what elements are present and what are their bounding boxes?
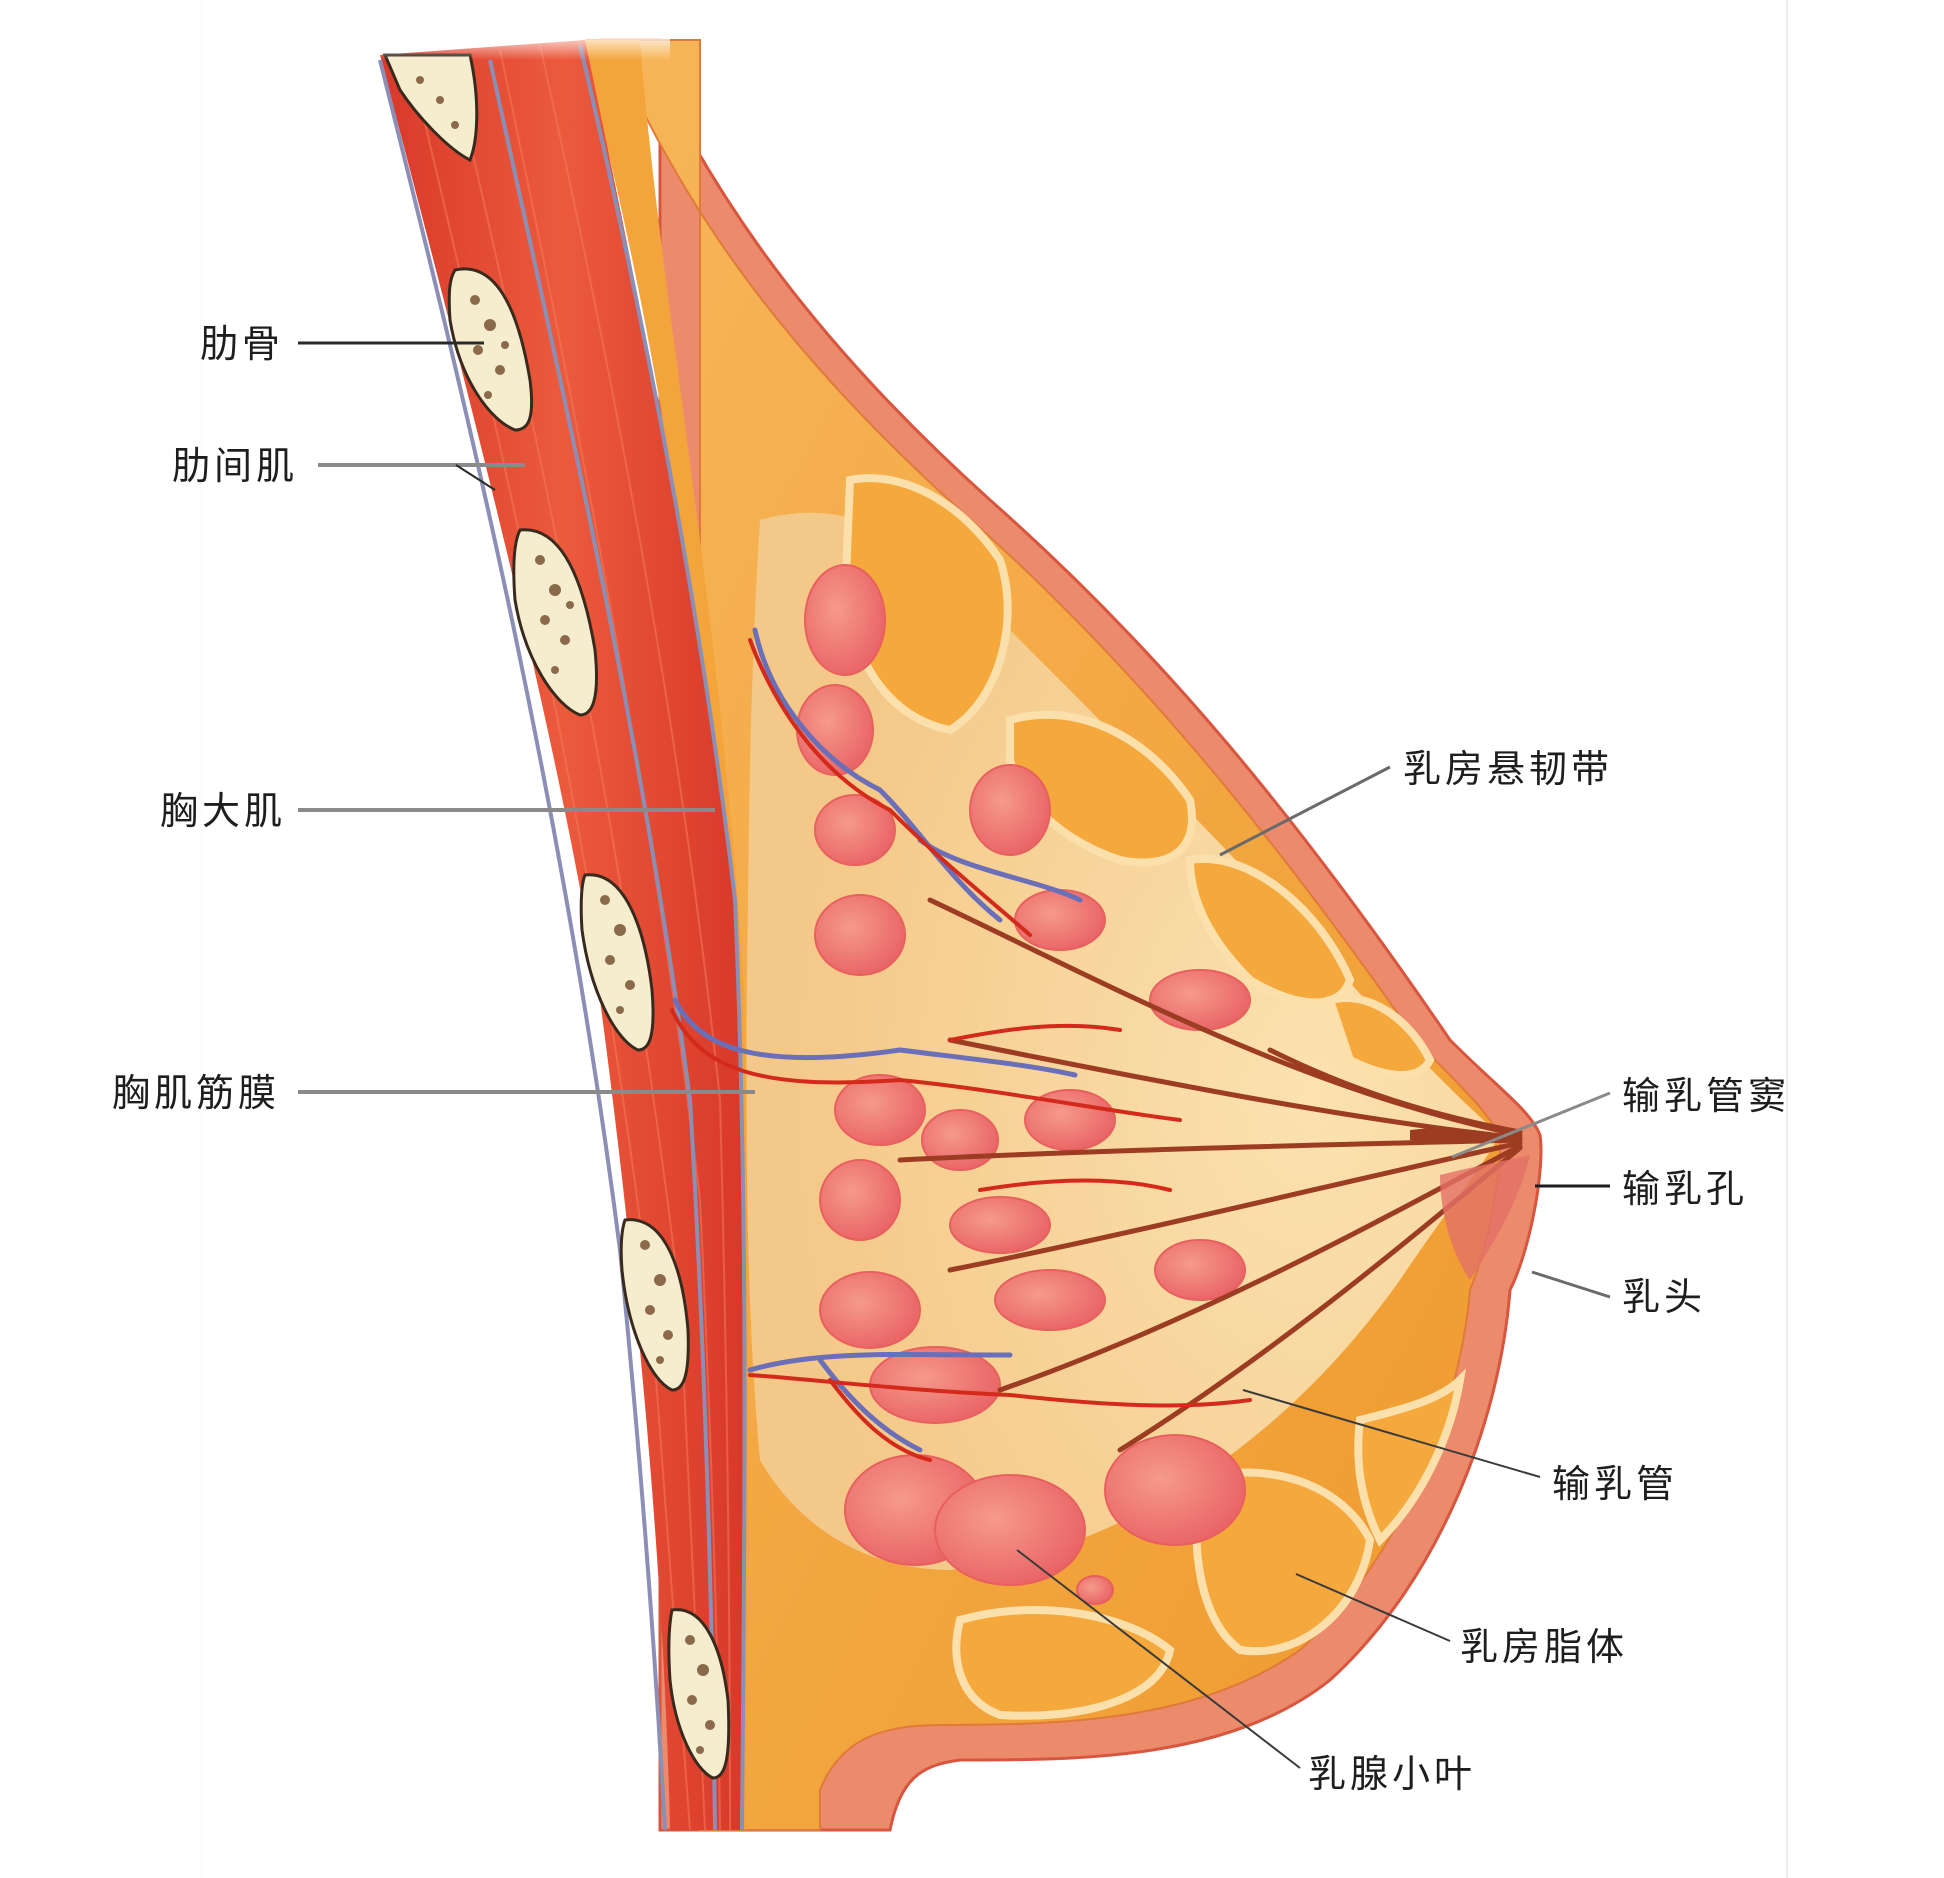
label-nipple: 乳头 <box>1622 1275 1707 1319</box>
label-breast-fat-body: 乳房脂体 <box>1460 1625 1629 1669</box>
label-mammary-lobule: 乳腺小叶 <box>1308 1752 1477 1796</box>
mammary-lobules <box>796 564 1251 1605</box>
label-lactiferous-pore: 输乳孔 <box>1622 1167 1749 1211</box>
label-suspensory-ligament: 乳房悬韧带 <box>1403 747 1614 791</box>
leader-duct <box>1242 1389 1541 1478</box>
label-pectoralis-major: 胸大肌 <box>160 789 287 833</box>
bone-pores <box>416 76 715 1754</box>
veins <box>672 627 1083 1453</box>
leader-nipple <box>1531 1270 1611 1299</box>
rib-2 <box>512 528 599 717</box>
retromammary-fat <box>580 40 749 1830</box>
leader-suspensory <box>1219 765 1391 857</box>
label-rib: 肋骨 <box>200 322 285 366</box>
frame-right-edge <box>1786 0 1788 1878</box>
leader-intercostal-tail <box>455 464 496 491</box>
glandular-stroma <box>746 512 1500 1570</box>
label-lactiferous-sinus: 输乳管窦 <box>1622 1074 1791 1118</box>
leader-lines <box>298 341 1611 1769</box>
nipple-tissue <box>1440 1155 1530 1280</box>
rib-1 <box>447 267 534 432</box>
leader-sinus <box>1451 1091 1611 1159</box>
label-pectoral-fascia: 胸肌筋膜 <box>112 1071 281 1115</box>
fat-lobules <box>840 474 1466 1720</box>
rib-3 <box>579 873 655 1052</box>
rib-5 <box>667 1608 731 1780</box>
rib-4 <box>619 1218 690 1392</box>
frame-left-edge <box>200 0 201 1878</box>
leader-fat-body <box>1295 1573 1451 1642</box>
label-intercostal-muscle: 肋间肌 <box>172 444 299 488</box>
chest-wall-muscles <box>380 40 745 1830</box>
arteries <box>670 638 1252 1462</box>
ribs <box>382 53 731 1780</box>
rib-top <box>382 53 479 163</box>
lactiferous-sinus-shape <box>1410 1128 1515 1143</box>
label-lactiferous-duct: 输乳管 <box>1552 1462 1679 1506</box>
leader-lobule <box>1016 1549 1301 1769</box>
